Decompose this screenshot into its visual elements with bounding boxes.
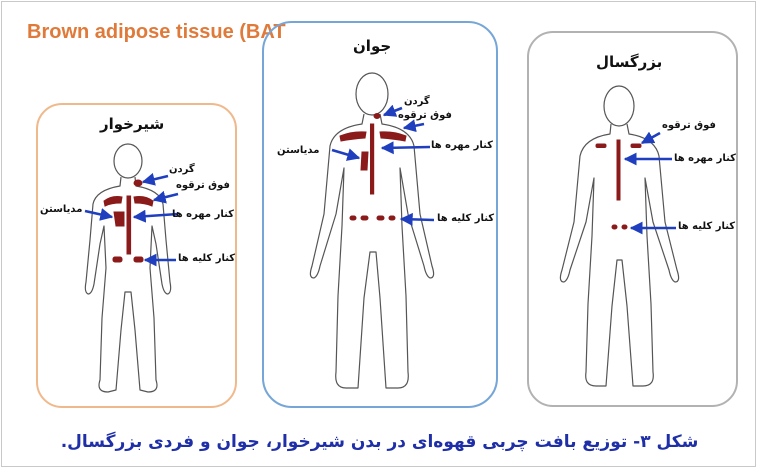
infant-body-outline [85, 144, 170, 392]
young-perirenal-fat-3 [377, 216, 384, 220]
young-label-paravertebral: کنار مهره ها [431, 140, 493, 151]
infant-mediastinum-arrow [85, 211, 112, 217]
adult-paravertebral-fat [617, 140, 620, 200]
infant-label-supraclavicular: فوق ترقوه [176, 180, 230, 191]
figure-caption: شکل ۳- توزیع بافت چربی قهوه‌ای در بدن شی… [0, 432, 759, 452]
young-panel-title: جوان [353, 37, 391, 55]
adult-perirenal-fat-left [612, 225, 617, 229]
infant-label-perirenal: کنار کلیه ها [178, 253, 235, 264]
infant-label-mediastinum: مدیاستن [40, 204, 82, 215]
young-label-supraclavicular: فوق ترقوه [398, 110, 452, 121]
adult-supraclavicular-fat-right [631, 144, 641, 148]
young-supraclavicular-arrow [404, 124, 424, 128]
young-fat-deposits [340, 114, 406, 221]
adult-supraclavicular-fat-left [596, 144, 606, 148]
infant-label-paravertebral: کنار مهره ها [172, 209, 234, 220]
infant-neck-arrow [143, 176, 168, 182]
infant-perirenal-fat-left [113, 257, 122, 262]
adult-label-paravertebral: کنار مهره ها [674, 153, 736, 164]
infant-panel-title: شیرخوار [100, 115, 164, 133]
infant-paravertebral-fat [127, 196, 131, 254]
infant-perirenal-fat-right [134, 257, 143, 262]
infant-supraclavicular-fat-left [104, 197, 122, 207]
young-perirenal-fat-1 [350, 216, 356, 220]
young-paravertebral-arrow [382, 147, 430, 148]
young-label-neck: گردن [404, 96, 430, 107]
adult-perirenal-fat-right [622, 225, 627, 229]
young-paravertebral-fat [371, 124, 374, 194]
adult-fat-deposits [596, 140, 641, 229]
adult-label-supraclavicular: فوق ترقوه [662, 120, 716, 131]
young-perirenal-fat-2 [361, 216, 368, 220]
infant-neck-fat [134, 180, 142, 186]
infant-fat-deposits [104, 180, 153, 262]
infant-supraclavicular-fat-right [134, 197, 153, 207]
young-label-perirenal: کنار کلیه ها [437, 213, 494, 224]
young-mediastinum-arrow [332, 150, 359, 158]
young-perirenal-fat-4 [389, 216, 395, 220]
adult-body-outline [560, 86, 678, 386]
young-perirenal-arrow [401, 219, 434, 220]
infant-label-neck: گردن [169, 164, 195, 175]
young-mediastinal-fat [361, 152, 368, 170]
young-neck-fat [374, 114, 380, 119]
young-supraclavicular-fat-left [340, 132, 366, 141]
infant-mediastinal-fat [114, 212, 124, 226]
adult-label-perirenal: کنار کلیه ها [678, 221, 735, 232]
young-label-mediastinum: مدیاستن [277, 145, 319, 156]
adult-panel-title: بزرگسال [596, 53, 662, 71]
young-supraclavicular-fat-right [380, 132, 406, 141]
